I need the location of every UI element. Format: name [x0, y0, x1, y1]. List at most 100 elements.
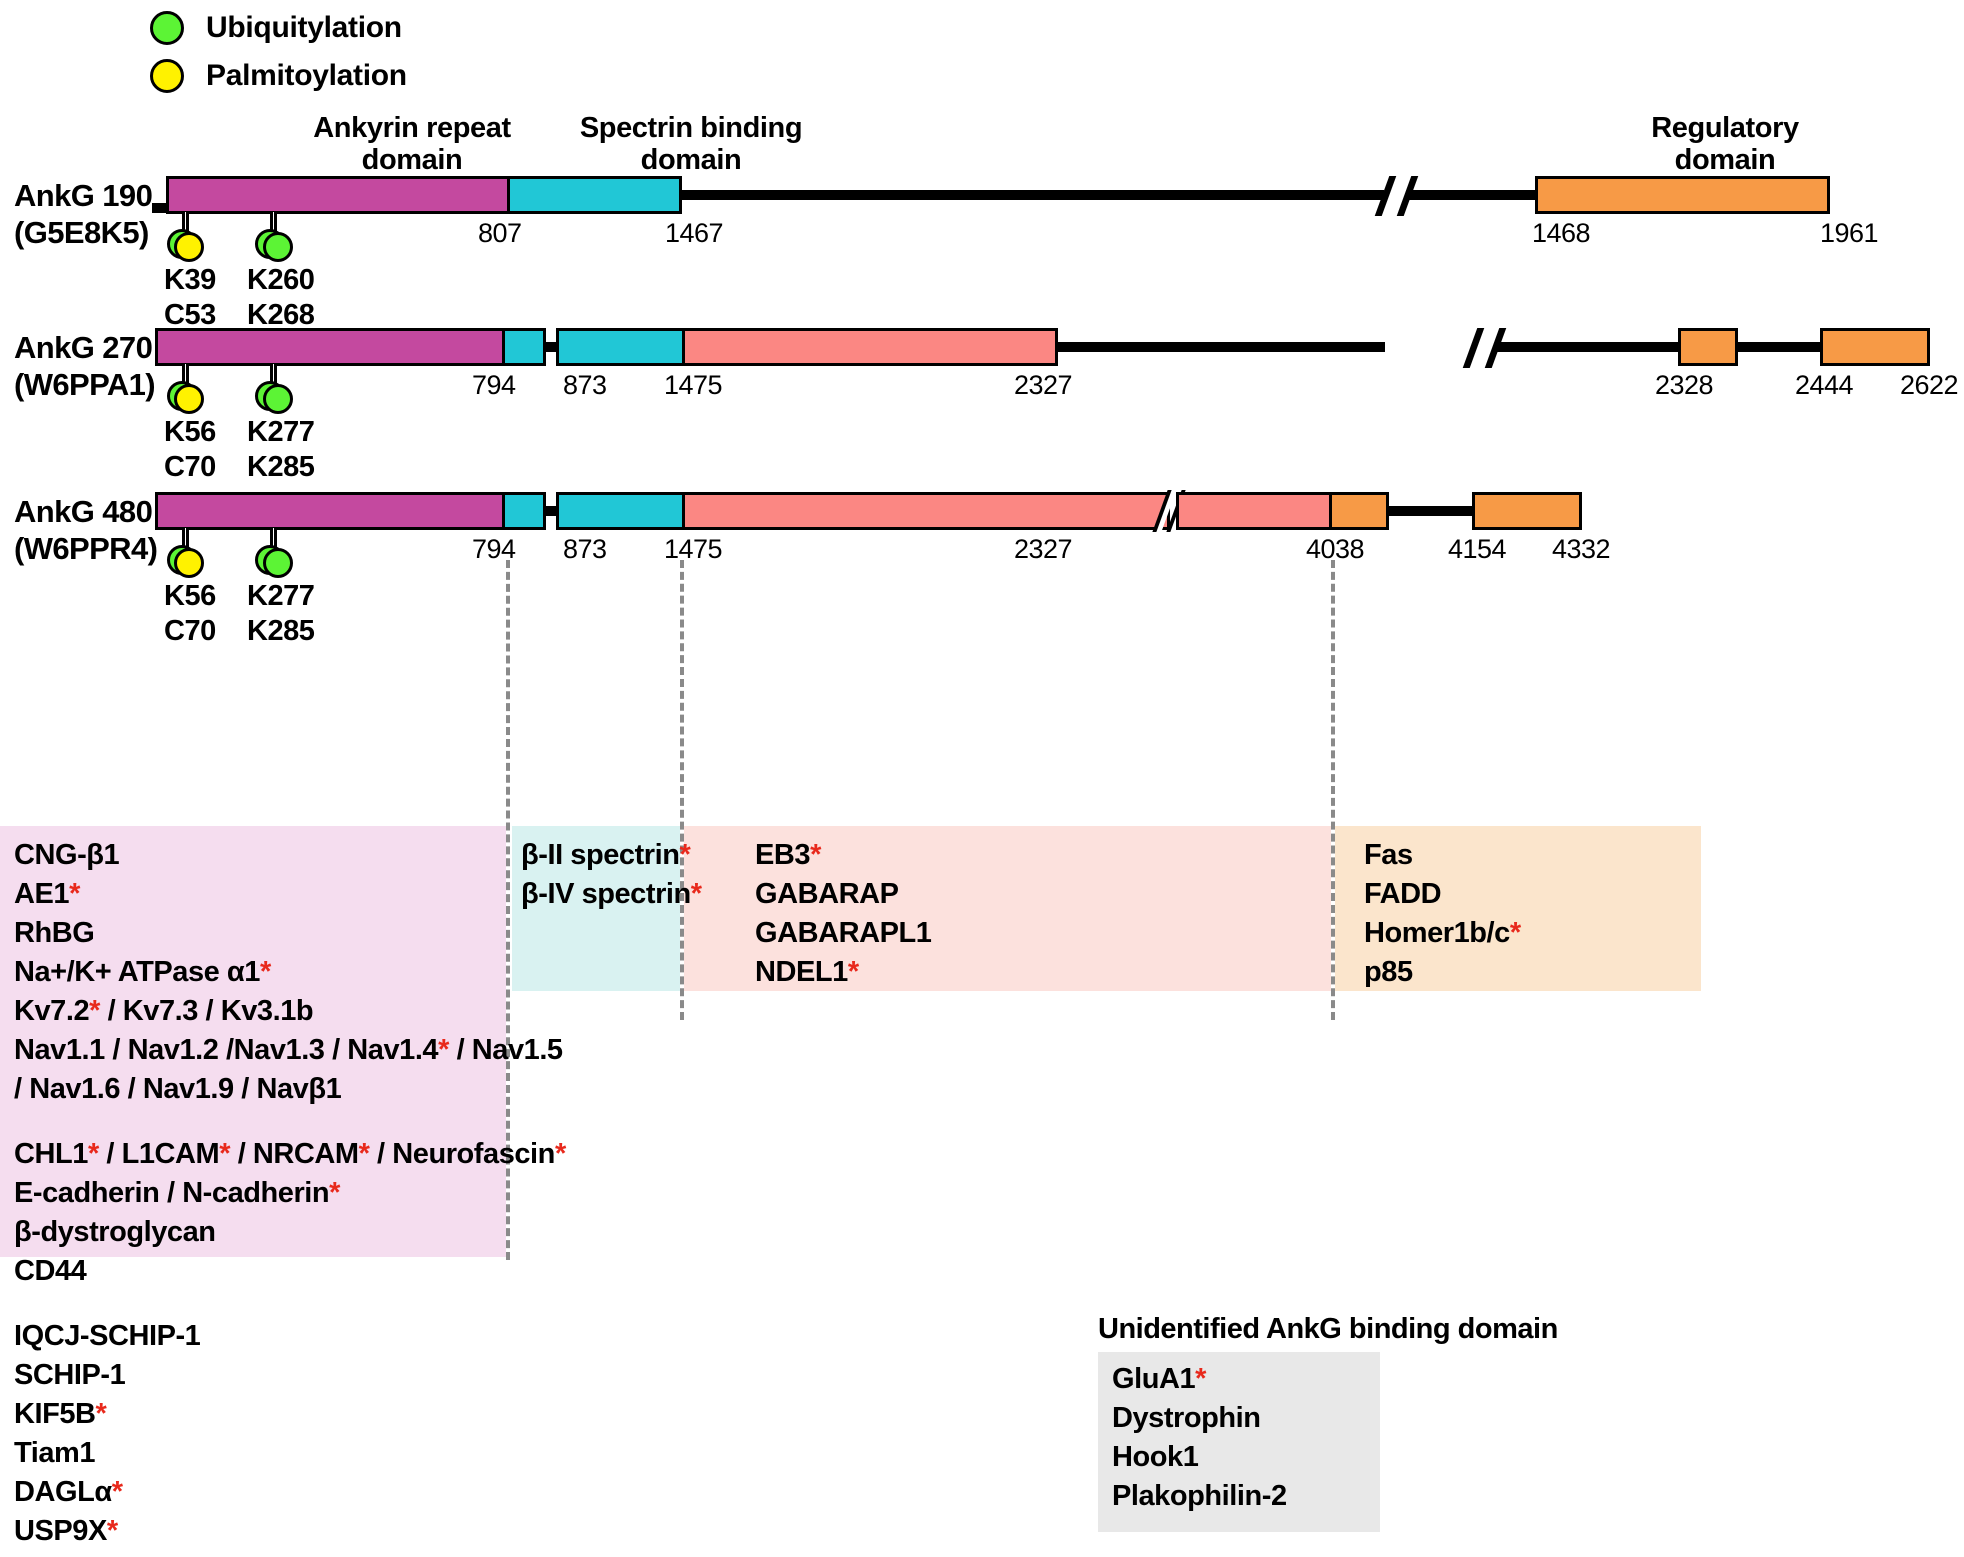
guide-line-spectrin-boundary	[680, 560, 684, 1020]
boundary-number: 1475	[664, 370, 723, 400]
segment-serine-rich-part2	[1176, 492, 1332, 530]
partner-item: p85	[1364, 956, 1413, 988]
boundary-number: 1961	[1820, 218, 1879, 248]
partner-item: NDEL1*	[755, 956, 859, 988]
inter-segment-link	[543, 342, 559, 352]
segment-regulatory-1	[1678, 328, 1738, 366]
partner-item: β-IV spectrin*	[521, 878, 702, 910]
residue-label: K277 K285	[247, 416, 315, 484]
partner-panel-spectrin-bg	[512, 826, 680, 991]
linker-line-regulatory	[1387, 506, 1475, 516]
partner-item: Na+/K+ ATPase α1*	[14, 956, 271, 988]
partner-item: IQCJ-SCHIP-1	[14, 1320, 201, 1352]
linker-line-after-break	[1496, 342, 1682, 352]
legend-label-ubiquitylation: Ubiquitylation	[206, 11, 402, 44]
modification-stem	[270, 528, 277, 550]
domain-header-spectrin-binding: Spectrin binding domain	[579, 112, 803, 177]
partner-item: GABARAPL1	[755, 917, 932, 949]
partner-item: KIF5B*	[14, 1398, 107, 1430]
segment-regulatory-2	[1472, 492, 1582, 530]
break-slash-icon	[1462, 328, 1485, 368]
domain-header-regulatory: Regulatory domain	[1651, 112, 1799, 177]
segment-regulatory-2	[1820, 328, 1930, 366]
circle-marker-green-icon	[150, 11, 184, 45]
guide-line-ankyrin-boundary	[506, 560, 510, 1260]
partner-item: Homer1b/c*	[1364, 917, 1521, 949]
partner-list-regulatory: Fas FADD Homer1b/c* p85	[1364, 836, 1521, 992]
boundary-number: 2327	[1014, 534, 1073, 564]
partner-item: CD44	[14, 1255, 87, 1287]
partner-item: RhBG	[14, 917, 95, 949]
partner-item: CNG-β1	[14, 839, 120, 871]
circle-marker-yellow-icon	[174, 548, 204, 578]
isoform-label-ankg480: AnkG 480 (W6PPR4)	[14, 494, 158, 566]
circle-marker-green-icon	[263, 232, 293, 262]
partner-item: / Nav1.6 / Nav1.9 / Navβ1	[14, 1073, 342, 1105]
segment-ankyrin-repeat	[155, 328, 505, 366]
partner-item: Dystrophin	[1112, 1402, 1261, 1434]
modification-stem	[270, 212, 277, 234]
partner-item: E-cadherin / N-cadherin*	[14, 1177, 341, 1209]
partner-item: β-II spectrin*	[521, 839, 691, 871]
circle-marker-green-icon	[263, 384, 293, 414]
guide-line-regulatory-boundary	[1331, 560, 1335, 1020]
linker-line	[1055, 342, 1385, 352]
segment-spectrin-binding-part2	[556, 492, 685, 530]
partner-item: EB3*	[755, 839, 821, 871]
segment-spectrin-binding-part1	[502, 492, 546, 530]
boundary-number: 4154	[1448, 534, 1507, 564]
legend-item-palmitoylation: Palmitoylation	[150, 54, 407, 98]
partner-item: Nav1.1 / Nav1.2 /Nav1.3 / Nav1.4* / Nav1…	[14, 1034, 563, 1066]
partner-item: DAGLα*	[14, 1476, 123, 1508]
partner-list-ankyrin: CNG-β1 AE1* RhBG Na+/K+ ATPase α1* Kv7.2…	[14, 836, 566, 1551]
partner-item: CHL1* / L1CAM* / NRCAM* / Neurofascin*	[14, 1138, 566, 1170]
partner-item: Plakophilin-2	[1112, 1480, 1287, 1512]
segment-serine-rich-part1	[682, 492, 1170, 530]
residue-label: K39 C53	[164, 264, 216, 332]
legend-label-palmitoylation: Palmitoylation	[206, 59, 407, 92]
isoform-label-ankg190: AnkG 190 (G5E8K5)	[14, 178, 153, 250]
linker-line-regulatory	[1736, 342, 1824, 352]
partner-item: Kv7.2* / Kv7.3 / Kv3.1b	[14, 995, 314, 1027]
residue-label: K56 C70	[164, 580, 216, 648]
partner-list-spectrin: β-II spectrin* β-IV spectrin*	[521, 836, 702, 914]
segment-spectrin-binding-part1	[502, 328, 546, 366]
modification-stem	[270, 364, 277, 386]
partner-item: FADD	[1364, 878, 1442, 910]
circle-marker-yellow-icon	[174, 232, 204, 262]
circle-marker-green-icon	[263, 548, 293, 578]
boundary-number: 1467	[665, 218, 724, 248]
segment-regulatory	[1535, 176, 1830, 214]
boundary-number: 2444	[1795, 370, 1854, 400]
partner-item: SCHIP-1	[14, 1359, 126, 1391]
boundary-number: 1468	[1532, 218, 1591, 248]
partner-list-serine-rich: EB3* GABARAP GABARAPL1 NDEL1*	[755, 836, 932, 992]
boundary-number: 807	[478, 218, 522, 248]
linker-line	[680, 190, 1384, 200]
residue-label: K56 C70	[164, 416, 216, 484]
segment-ankyrin-repeat	[166, 176, 510, 214]
circle-marker-yellow-icon	[150, 59, 184, 93]
legend: Ubiquitylation Palmitoylation	[150, 6, 407, 102]
inter-segment-link	[543, 506, 559, 516]
isoform-label-ankg270: AnkG 270 (W6PPA1)	[14, 330, 156, 402]
boundary-number: 1475	[664, 534, 723, 564]
partner-item: GABARAP	[755, 878, 899, 910]
partner-item: Fas	[1364, 839, 1413, 871]
segment-ankyrin-repeat	[155, 492, 505, 530]
segment-spectrin-binding-part2	[556, 328, 685, 366]
partner-item: Tiam1	[14, 1437, 96, 1469]
boundary-number: 2328	[1655, 370, 1714, 400]
partner-item: β-dystroglycan	[14, 1216, 216, 1248]
partner-item: Hook1	[1112, 1441, 1199, 1473]
boundary-number: 4332	[1552, 534, 1611, 564]
partner-panel-unidentified-bg	[1098, 1352, 1380, 1532]
partner-panel-ankyrin-bg	[0, 826, 506, 1257]
residue-label: K260 K268	[247, 264, 315, 332]
partner-panel-serine-rich-bg	[684, 826, 1331, 991]
partner-item: GluA1*	[1112, 1363, 1206, 1395]
segment-serine-rich	[682, 328, 1058, 366]
modification-stem	[182, 364, 189, 386]
boundary-number: 873	[563, 534, 607, 564]
legend-item-ubiquitylation: Ubiquitylation	[150, 6, 407, 50]
